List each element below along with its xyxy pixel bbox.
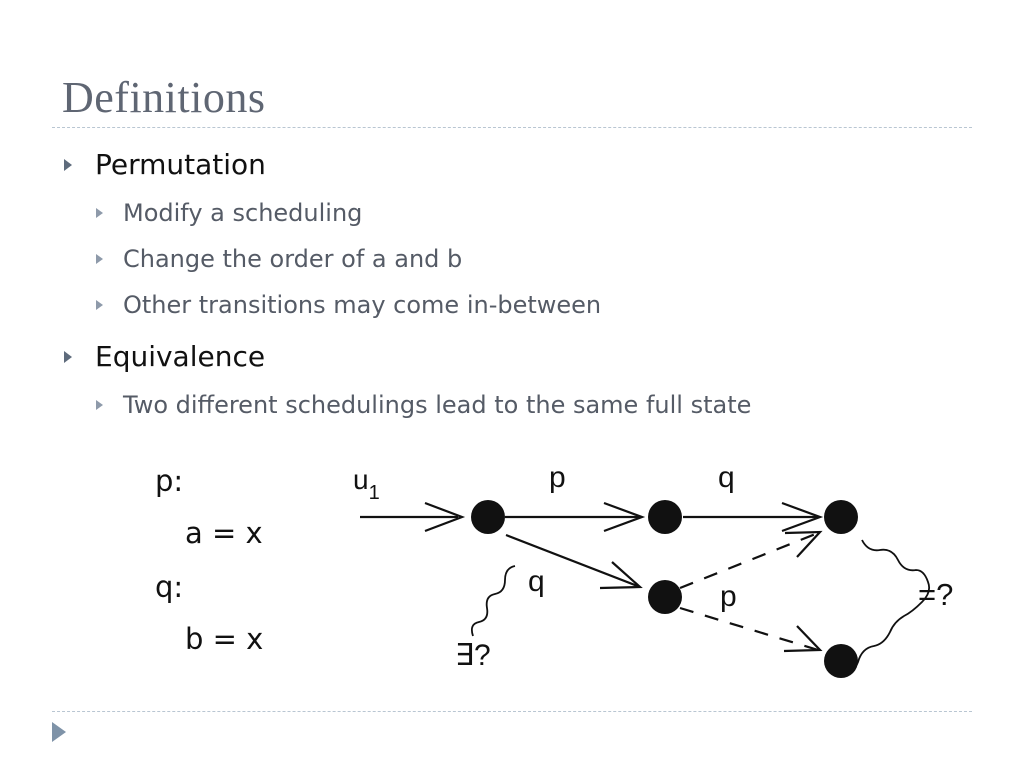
edge-dashed-p-down — [679, 606, 823, 653]
exists-label: ∃? — [455, 639, 491, 672]
sub-bullet-two-schedulings: Two different schedulings lead to the sa… — [96, 391, 751, 419]
sub-bullet-label: Change the order of a and b — [123, 245, 463, 273]
sub-bullet-modify-scheduling: Modify a scheduling — [96, 199, 362, 227]
triangle-bullet-icon — [64, 350, 72, 363]
sub-bullet-other-transitions: Other transitions may come in-between — [96, 291, 601, 319]
code-q-body: b = x — [185, 622, 264, 656]
state-node-4 — [648, 580, 682, 614]
bullet-label: Equivalence — [95, 340, 266, 373]
exists-squiggle — [470, 565, 516, 637]
edge-top-q-label: q — [718, 461, 735, 494]
edge-top-q — [683, 501, 824, 533]
bullet-permutation: Permutation — [64, 148, 266, 181]
triangle-bullet-icon — [96, 300, 103, 310]
slide-title: Definitions — [62, 73, 266, 122]
triangle-bullet-icon — [96, 400, 103, 410]
code-p-label: p: — [155, 464, 184, 498]
state-node-1 — [471, 500, 505, 534]
state-node-3 — [824, 500, 858, 534]
bullet-equivalence: Equivalence — [64, 340, 265, 373]
state-node-2 — [648, 500, 682, 534]
edge-top-p-label: p — [549, 461, 566, 494]
equivalence-squiggle — [843, 539, 931, 675]
sub-bullet-change-order: Change the order of a and b — [96, 245, 462, 273]
edge-u1 — [360, 501, 466, 533]
triangle-bullet-icon — [96, 208, 103, 218]
code-q-label: q: — [155, 570, 184, 604]
edge-dashed-p-up — [679, 530, 823, 590]
edge-diagonal-q — [505, 533, 643, 590]
edge-dashed-p-label: p — [720, 580, 737, 613]
edge-top-p — [505, 501, 646, 533]
edge-u1-label: u1 — [353, 464, 380, 504]
edge-diagonal-q-label: q — [528, 565, 545, 598]
footer-divider — [52, 711, 972, 712]
bullet-label: Permutation — [95, 148, 266, 181]
title-divider — [52, 127, 972, 128]
sub-bullet-label: Two different schedulings lead to the sa… — [123, 391, 752, 419]
state-node-5 — [824, 644, 858, 678]
triangle-bullet-icon — [96, 254, 103, 264]
triangle-bullet-icon — [64, 158, 72, 171]
code-p-body: a = x — [185, 516, 263, 550]
sub-bullet-label: Other transitions may come in-between — [123, 291, 602, 319]
next-slide-arrow-icon[interactable] — [52, 722, 66, 742]
sub-bullet-label: Modify a scheduling — [123, 199, 363, 227]
equivalence-label: =? — [918, 577, 953, 612]
